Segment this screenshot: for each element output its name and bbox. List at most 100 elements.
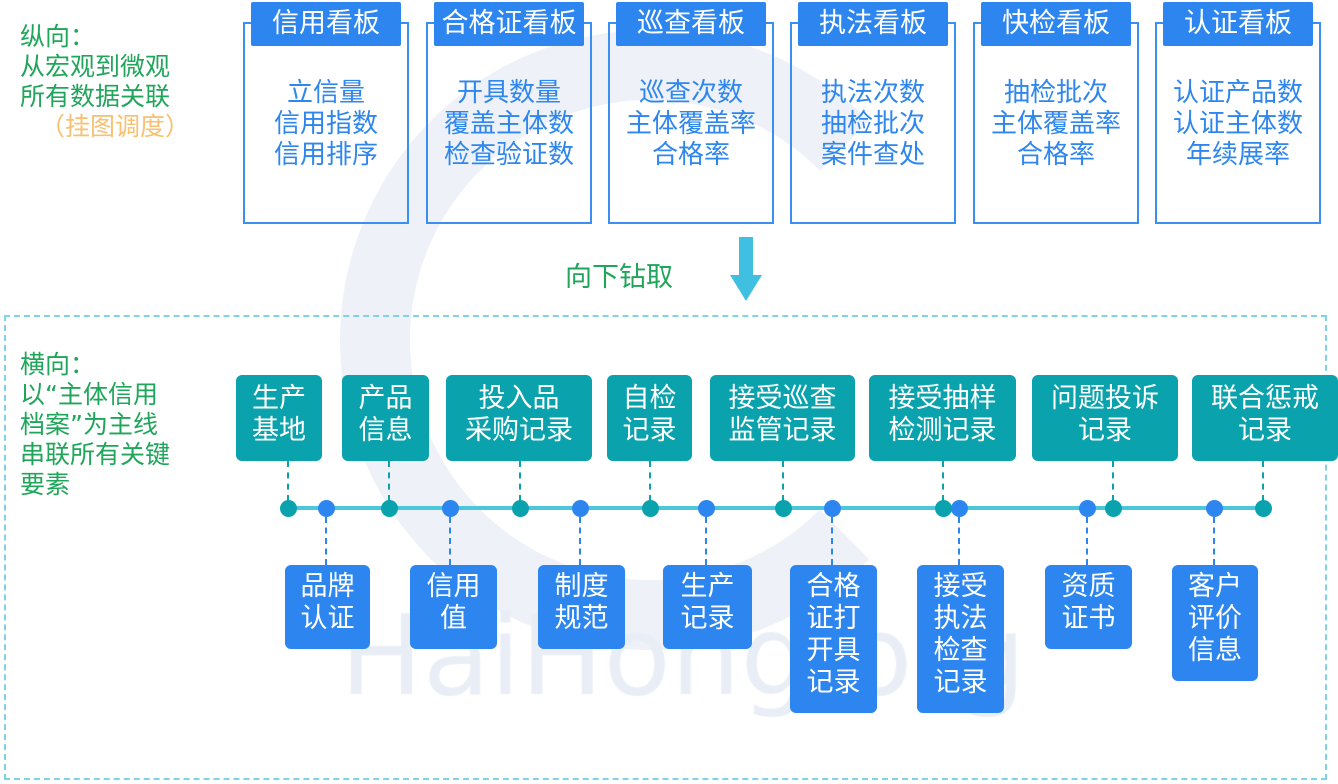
dashboard-metric: 执法次数 <box>820 78 925 108</box>
lower-element[interactable]: 信用值 <box>410 565 497 649</box>
element-label: 联合惩戒 <box>1211 383 1319 414</box>
connector <box>579 517 581 565</box>
connector <box>388 461 390 501</box>
timeline-node <box>935 500 952 517</box>
dashboard-metric: 主体覆盖率 <box>990 109 1121 139</box>
horizontal-line: 档案”为主线 <box>20 410 158 439</box>
connector <box>519 461 521 501</box>
element-label: 采购记录 <box>465 415 573 446</box>
connector <box>287 461 289 501</box>
connector <box>449 517 451 565</box>
timeline-node <box>280 500 297 517</box>
dashboard-card[interactable]: 信用看板立信量信用指数信用排序 <box>243 2 409 224</box>
lower-element[interactable]: 生产记录 <box>663 565 752 649</box>
dashboard-title: 认证看板 <box>1163 2 1313 46</box>
upper-element[interactable]: 产品信息 <box>342 375 429 461</box>
element-label: 记录 <box>806 667 861 698</box>
dashboard-card[interactable]: 合格证看板开具数量覆盖主体数检查验证数 <box>426 2 592 224</box>
lower-element[interactable]: 接受执法检查记录 <box>917 565 1004 713</box>
element-label: 问题投诉 <box>1051 383 1159 414</box>
element-label: 自检 <box>622 383 677 414</box>
timeline-node <box>512 500 529 517</box>
dashboard-metric: 开具数量 <box>456 78 561 108</box>
timeline-node <box>381 500 398 517</box>
dashboard-card[interactable]: 快检看板抽检批次主体覆盖率合格率 <box>973 2 1139 224</box>
dashboard-metric: 合格率 <box>1016 140 1095 170</box>
dashboard-metric: 立信量 <box>286 78 365 108</box>
upper-element[interactable]: 问题投诉记录 <box>1032 375 1178 461</box>
dashboard-card[interactable]: 巡查看板巡查次数主体覆盖率合格率 <box>608 2 774 224</box>
lower-element[interactable]: 客户评价信息 <box>1172 565 1258 681</box>
timeline-node <box>698 500 715 517</box>
timeline-node <box>951 500 968 517</box>
drill-down-label: 向下钻取 <box>565 262 673 293</box>
dashboard-metric: 检查验证数 <box>443 140 574 170</box>
element-label: 生产 <box>252 383 306 414</box>
timeline-node <box>642 500 659 517</box>
connector <box>958 517 960 565</box>
connector <box>782 461 784 501</box>
element-label: 证打 <box>806 603 861 634</box>
element-label: 产品 <box>358 383 413 414</box>
upper-element[interactable]: 自检记录 <box>607 375 692 461</box>
dashboard-title: 巡查看板 <box>616 2 766 46</box>
dashboard-metric: 抽检批次 <box>1003 78 1108 108</box>
dashboard-metric: 案件查处 <box>820 140 925 170</box>
element-label: 认证 <box>300 603 355 634</box>
connector <box>831 517 833 565</box>
timeline-node <box>318 500 335 517</box>
upper-element[interactable]: 接受巡查监管记录 <box>710 375 855 461</box>
horizontal-line: 要素 <box>20 470 71 499</box>
vertical-line: 从宏观到微观 <box>20 52 171 81</box>
dashboard-metric: 巡查次数 <box>638 78 743 108</box>
dashboard-metric: 信用指数 <box>273 109 378 139</box>
timeline-node <box>1105 500 1122 517</box>
connector <box>705 517 707 565</box>
lower-element[interactable]: 资质证书 <box>1045 565 1132 649</box>
dashboard-title: 执法看板 <box>798 2 948 46</box>
upper-element[interactable]: 接受抽样检测记录 <box>869 375 1016 461</box>
connector <box>942 461 944 501</box>
element-label: 资质 <box>1061 571 1116 602</box>
vertical-line: 所有数据关联 <box>20 82 171 111</box>
vertical-note: （挂图调度） <box>40 112 191 141</box>
element-label: 投入品 <box>478 383 560 414</box>
dashboard-metric: 信用排序 <box>273 140 378 170</box>
horizontal-description: 横向： 以“主体信用 档案”为主线 串联所有关键 要素 <box>20 350 170 500</box>
dashboard-card[interactable]: 执法看板执法次数抽检批次案件查处 <box>790 2 956 224</box>
dashboard-metric: 年续展率 <box>1185 140 1290 170</box>
element-label: 客户 <box>1188 571 1242 602</box>
upper-element[interactable]: 联合惩戒记录 <box>1192 375 1338 461</box>
element-label: 接受巡查 <box>728 383 837 414</box>
connector <box>1213 517 1215 565</box>
connector <box>1262 461 1264 501</box>
lower-element[interactable]: 合格证打开具记录 <box>790 565 877 713</box>
element-label: 接受 <box>933 571 988 602</box>
dashboard-metric: 合格率 <box>651 140 730 170</box>
element-label: 执法 <box>933 603 988 634</box>
upper-element[interactable]: 生产基地 <box>236 375 322 461</box>
vertical-title: 纵向： <box>20 22 96 51</box>
dashboard-metric: 抽检批次 <box>820 109 925 139</box>
upper-element[interactable]: 投入品采购记录 <box>446 375 592 461</box>
element-label: 监管记录 <box>728 415 837 446</box>
horizontal-line: 以“主体信用 <box>20 380 158 409</box>
lower-element[interactable]: 品牌认证 <box>285 565 370 649</box>
dashboard-card[interactable]: 认证看板认证产品数认证主体数年续展率 <box>1155 2 1321 224</box>
element-label: 信息 <box>358 415 413 446</box>
element-label: 合格 <box>806 571 861 602</box>
element-label: 检测记录 <box>888 415 997 446</box>
connector <box>1112 461 1114 501</box>
element-label: 开具 <box>806 635 861 666</box>
element-label: 评价 <box>1188 603 1242 634</box>
element-label: 接受抽样 <box>888 383 997 414</box>
dashboard-metric: 覆盖主体数 <box>443 109 574 139</box>
dashboard-metric: 认证产品数 <box>1172 78 1303 108</box>
dashboard-metric: 主体覆盖率 <box>625 109 756 139</box>
timeline-node <box>1255 500 1272 517</box>
element-label: 证书 <box>1061 603 1116 634</box>
element-label: 记录 <box>622 415 677 446</box>
element-label: 记录 <box>1078 415 1132 446</box>
connector <box>1086 517 1088 565</box>
lower-element[interactable]: 制度规范 <box>538 565 625 649</box>
